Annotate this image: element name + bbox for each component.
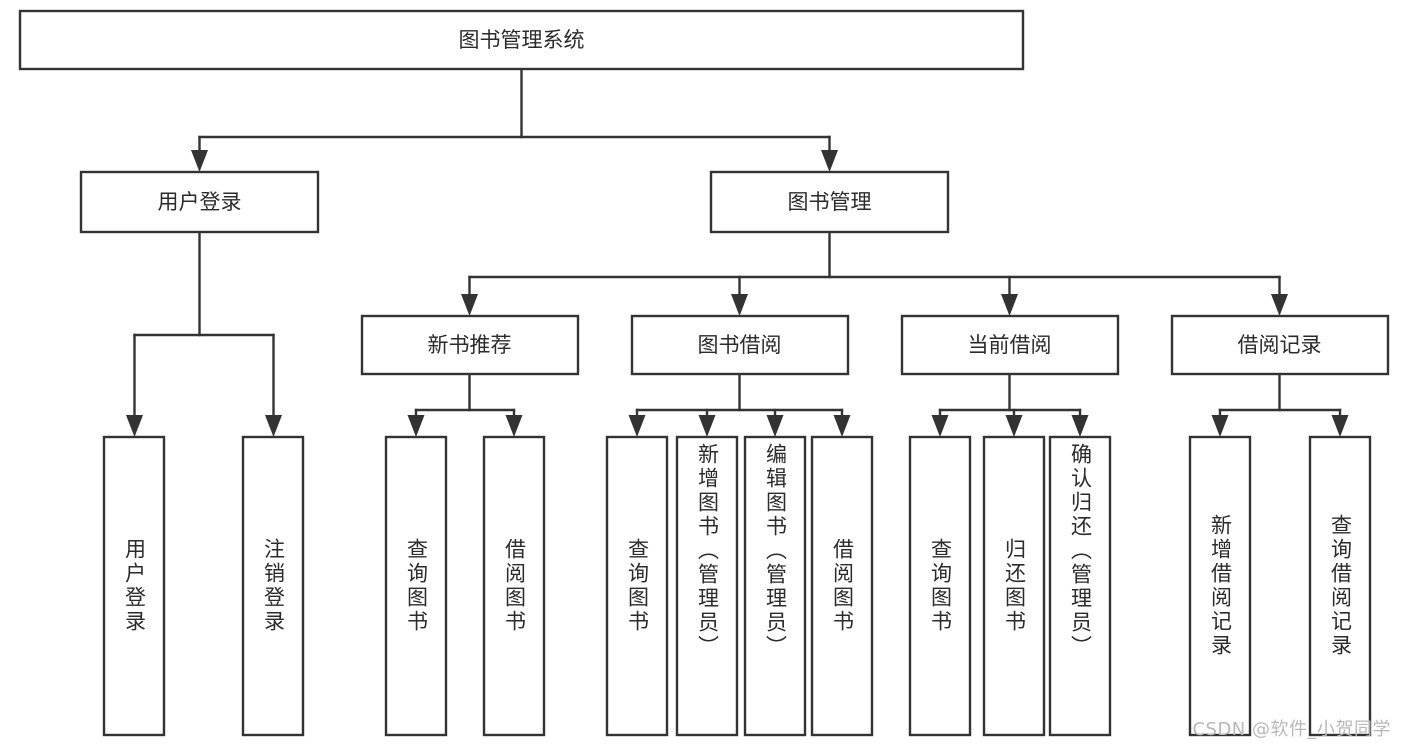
arrow-to-book-manage: [821, 150, 838, 172]
node-new-book-rec-label: 新书推荐: [428, 333, 512, 357]
node-current-borrow[interactable]: 当前借阅: [900, 314, 1120, 376]
connector-group-book-borrow: [628, 372, 851, 437]
node-current-borrow-label: 当前借阅: [968, 333, 1052, 357]
arrow-to-leaf-query-book-2: [628, 415, 646, 437]
node-current-borrow-box[interactable]: [900, 314, 1120, 376]
node-book-manage-label: 图书管理: [788, 190, 872, 214]
arrow-to-leaf-query-book-3: [931, 415, 949, 437]
leaf-box-borrow-book-2[interactable]: [810, 435, 874, 737]
arrow-to-leaf-return-book: [1005, 415, 1023, 437]
leaf-box-group: [102, 435, 1372, 737]
arrow-to-leaf-logout: [265, 415, 282, 437]
arrow-to-current-borrow: [1001, 294, 1018, 316]
node-borrow-record-label: 借阅记录: [1238, 333, 1322, 357]
node-user-login[interactable]: 用户登录: [79, 170, 320, 234]
arrow-to-leaf-edit-book: [766, 415, 784, 437]
leaf-box-edit-book[interactable]: [743, 435, 807, 737]
leaf-box-confirm-return[interactable]: [1048, 435, 1112, 737]
arrow-to-leaf-query-record: [1331, 415, 1349, 437]
watermark-text: CSDN @软件_小贺同学: [1192, 719, 1391, 740]
arrow-to-book-borrow: [731, 294, 748, 316]
node-user-login-label: 用户登录: [158, 190, 242, 214]
leaf-box-query-book-3[interactable]: [908, 435, 972, 737]
arrow-to-leaf-query-book-1: [407, 415, 425, 437]
leaf-box-user-login[interactable]: [102, 435, 166, 737]
node-borrow-record[interactable]: 借阅记录: [1170, 314, 1390, 376]
leaf-box-query-book-2[interactable]: [605, 435, 669, 737]
node-book-manage-box[interactable]: [709, 170, 950, 234]
connector-group-current-borrow: [931, 372, 1089, 437]
node-new-book-rec-box[interactable]: [360, 314, 580, 376]
connector-group-root: [191, 67, 838, 172]
node-book-borrow[interactable]: 图书借阅: [630, 314, 850, 376]
leaf-box-add-record[interactable]: [1188, 435, 1252, 737]
node-user-login-box[interactable]: [79, 170, 320, 234]
node-book-borrow-box[interactable]: [630, 314, 850, 376]
leaf-box-query-record[interactable]: [1308, 435, 1372, 737]
node-book-borrow-label: 图书借阅: [698, 333, 782, 357]
leaf-box-borrow-book-1[interactable]: [482, 435, 546, 737]
arrow-to-leaf-user-login: [126, 415, 143, 437]
leaf-box-logout[interactable]: [241, 435, 305, 737]
node-root-box[interactable]: [18, 9, 1025, 71]
node-book-manage[interactable]: 图书管理: [709, 170, 950, 234]
arrow-to-user-login: [191, 150, 208, 172]
node-root[interactable]: 图书管理系统: [18, 9, 1025, 71]
arrow-to-leaf-borrow-book-2: [833, 415, 851, 437]
connector-group-new-book-rec: [407, 372, 523, 437]
connector-group-book-manage: [461, 230, 1288, 316]
arrow-to-leaf-add-book: [698, 415, 716, 437]
arrow-to-new-book-rec: [461, 294, 478, 316]
arrow-to-leaf-confirm-return: [1071, 415, 1089, 437]
connector-group-user-login: [126, 230, 282, 437]
leaf-box-return-book[interactable]: [982, 435, 1046, 737]
node-borrow-record-box[interactable]: [1170, 314, 1390, 376]
leaf-box-query-book-1[interactable]: [384, 435, 448, 737]
arrow-to-borrow-record: [1271, 294, 1288, 316]
node-new-book-rec[interactable]: 新书推荐: [360, 314, 580, 376]
connector-group-borrow-record: [1211, 372, 1349, 437]
arrow-to-leaf-borrow-book-1: [505, 415, 523, 437]
node-root-label: 图书管理系统: [459, 28, 585, 52]
leaf-box-add-book[interactable]: [675, 435, 739, 737]
arrow-to-leaf-add-record: [1211, 415, 1229, 437]
